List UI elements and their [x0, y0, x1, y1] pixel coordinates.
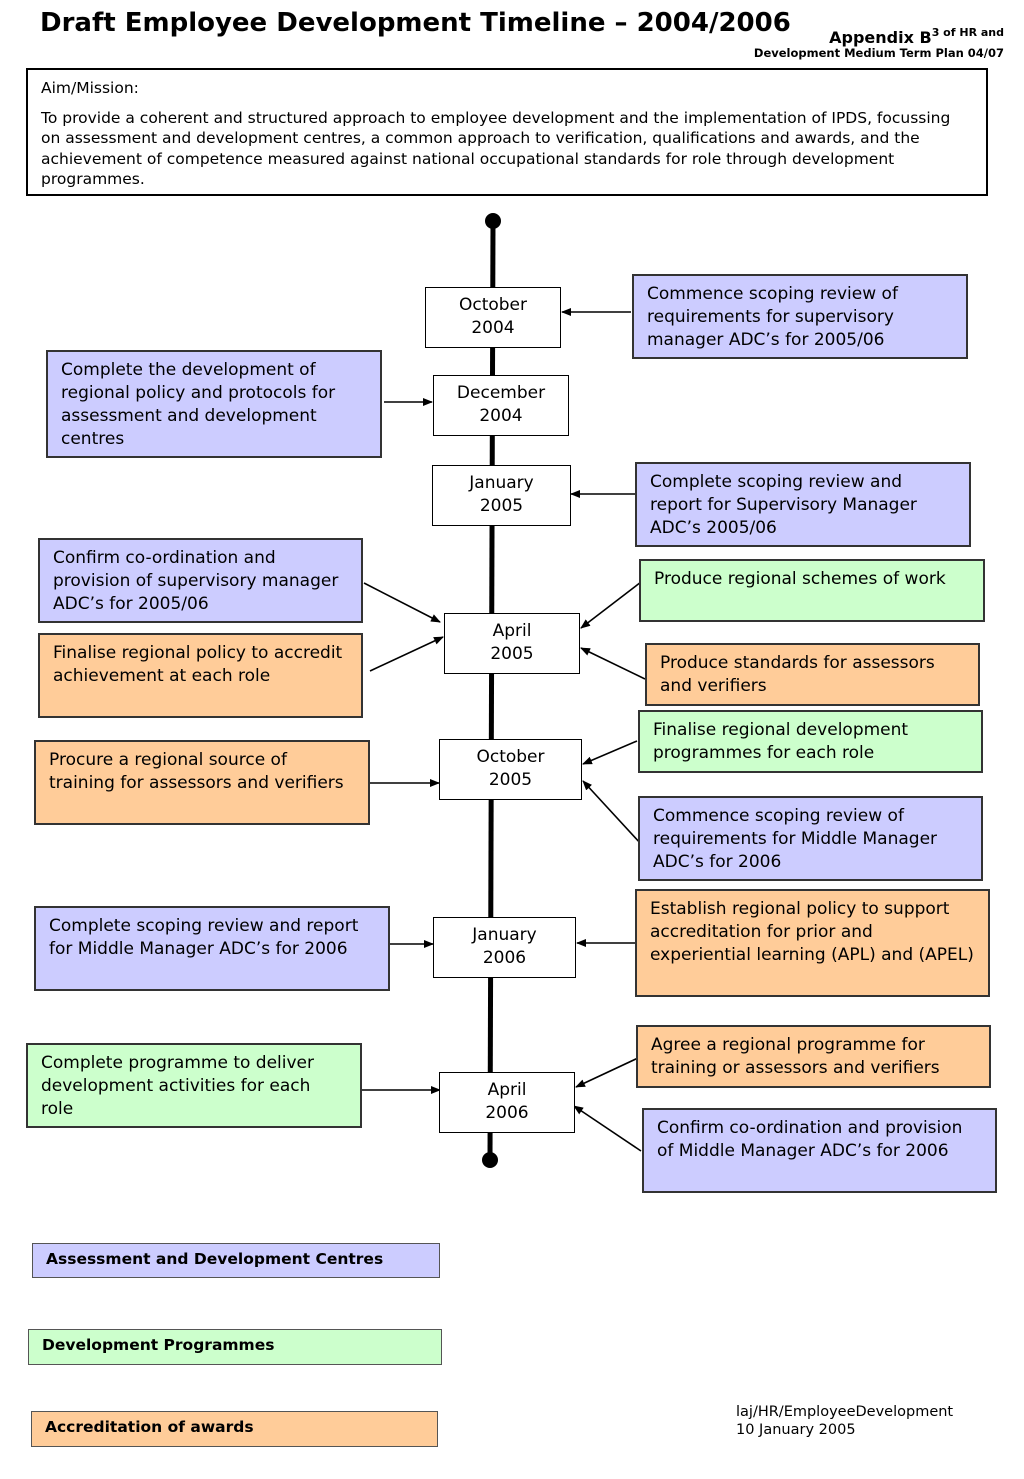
legend-item-acc: Accreditation of awards	[31, 1411, 438, 1447]
arrow-t7	[580, 647, 646, 680]
appendix-label: Appendix B	[829, 28, 932, 47]
task-box: Establish regional policy to support acc…	[635, 889, 990, 997]
date-year: 2005	[488, 770, 533, 790]
task-box: Finalise regional policy to accredit ach…	[38, 633, 363, 718]
appendix-reference: Appendix B3 of HR and Development Medium…	[720, 26, 1004, 61]
date-january-2005: January 2005	[432, 465, 571, 526]
task-box: Finalise regional development programmes…	[638, 710, 983, 773]
date-october-2005: October 2005	[439, 739, 582, 800]
task-box: Complete the development of regional pol…	[46, 350, 382, 458]
date-year: 2006	[482, 948, 527, 968]
task-box: Confirm co-ordination and provision of s…	[38, 538, 363, 623]
date-month: January	[469, 473, 534, 493]
date-month: October	[458, 295, 528, 315]
aim-label: Aim/Mission:	[41, 79, 139, 97]
aim-mission-box: Aim/Mission: To provide a coherent and s…	[26, 68, 988, 196]
arrow-t6	[580, 581, 642, 629]
date-year: 2005	[479, 496, 524, 516]
appendix-superscript: 3 of HR and	[931, 26, 1004, 39]
arrow-t5	[369, 636, 444, 672]
date-year: 2004	[471, 318, 515, 338]
legend-item-dev: Development Programmes	[28, 1329, 442, 1365]
arrow-t4	[363, 582, 441, 623]
date-month: January	[472, 925, 537, 945]
arrow-t10	[582, 780, 642, 845]
date-october-2004: October 2004	[425, 287, 561, 348]
date-month: April	[492, 621, 532, 641]
task-box: Confirm co-ordination and provision of M…	[642, 1108, 997, 1193]
date-year: 2005	[490, 644, 534, 664]
task-box: Produce standards for assessors and veri…	[645, 643, 980, 706]
date-december-2004: December 2004	[433, 375, 569, 436]
footer-date: 10 January 2005	[736, 1422, 856, 1438]
appendix-subtitle: Development Medium Term Plan 04/07	[753, 46, 1004, 61]
task-box: Produce regional schemes of work	[639, 559, 985, 622]
timeline-start-dot	[485, 213, 501, 229]
arrow-t14	[575, 1057, 639, 1088]
timeline-spine	[487, 220, 496, 1161]
date-april-2005: April 2005	[444, 613, 580, 674]
task-box: Agree a regional programme for training …	[636, 1025, 991, 1088]
date-year: 2004	[479, 406, 523, 426]
date-month: October	[476, 747, 545, 767]
aim-text: To provide a coherent and structured app…	[41, 108, 951, 189]
task-box: Complete scoping review and report for S…	[635, 462, 971, 547]
task-box: Commence scoping review of requirements …	[638, 796, 983, 881]
date-year: 2006	[485, 1103, 529, 1123]
date-month: December	[456, 383, 546, 403]
arrow-t8	[582, 740, 638, 765]
document-footer: laj/HR/EmployeeDevelopment 10 January 20…	[736, 1403, 953, 1439]
timeline-end-dot	[482, 1152, 498, 1168]
task-box: Procure a regional source of training fo…	[34, 740, 370, 825]
date-month: April	[487, 1080, 527, 1100]
footer-reference: laj/HR/EmployeeDevelopment	[736, 1404, 954, 1420]
date-april-2006: April 2006	[439, 1072, 575, 1133]
task-box: Complete scoping review and report for M…	[34, 906, 390, 991]
arrow-t15	[573, 1105, 642, 1152]
legend-item-adc: Assessment and Development Centres	[32, 1243, 440, 1278]
date-january-2006: January 2006	[433, 917, 576, 978]
task-box: Commence scoping review of requirements …	[632, 274, 968, 359]
task-box: Complete programme to deliver developmen…	[26, 1043, 362, 1128]
page-title: Draft Employee Development Timeline – 20…	[40, 8, 791, 38]
